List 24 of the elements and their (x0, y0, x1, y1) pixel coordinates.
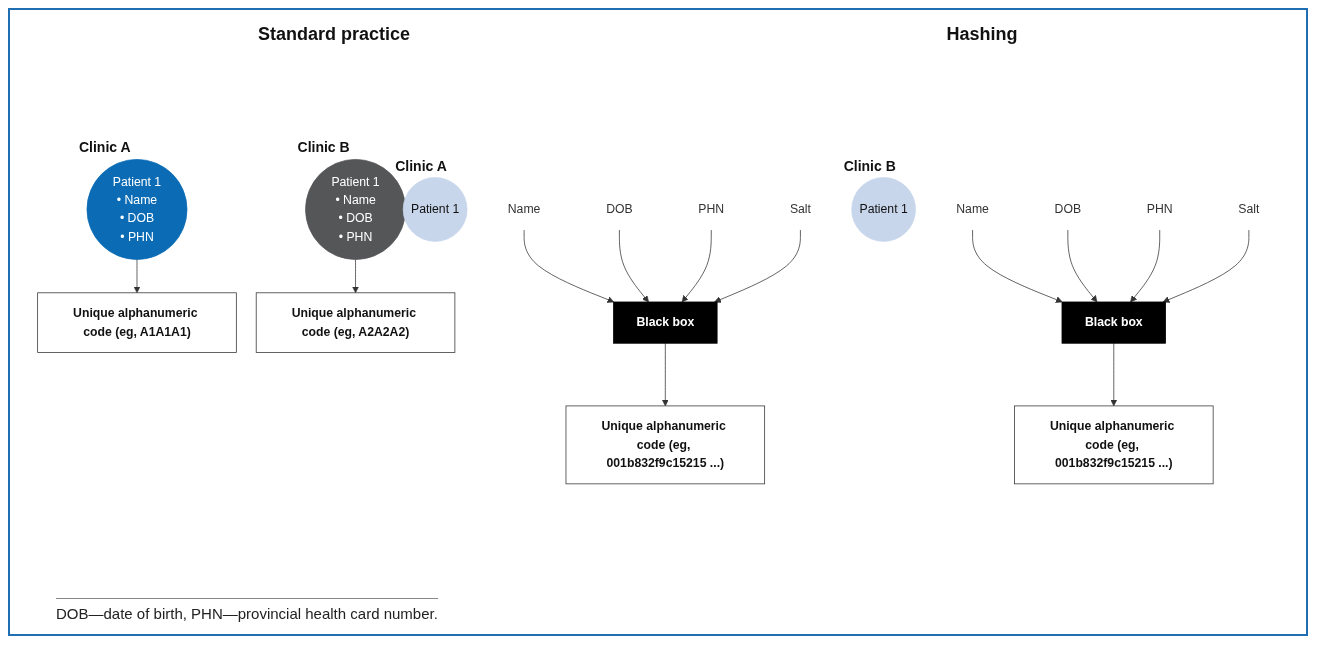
panel-heading: Standard practice (256, 24, 412, 45)
node-box: Unique alphanumeric code (eg, A1A1A1) (37, 292, 237, 353)
node-box: Unique alphanumeric code (eg, 001b832f9c15215 ...) (1014, 405, 1214, 485)
node-text: Name (507, 202, 541, 216)
node-text: Salt (1238, 202, 1260, 216)
clinic-label: Clinic B (297, 139, 350, 156)
node-text: Salt (789, 202, 811, 216)
node-box: Black box (613, 301, 718, 344)
node-box: Unique alphanumeric code (eg, A2A2A2) (255, 292, 456, 353)
panel-heading: Hashing (945, 24, 1019, 45)
clinic-label: Clinic A (395, 157, 447, 174)
footnote: DOB—date of birth, PHN—provincial health card number. (56, 598, 438, 622)
node-circle: Patient 1 • Name • DOB • PHN (86, 159, 188, 260)
clinic-label: Clinic A (78, 139, 131, 156)
node-circle: Patient 1 (851, 177, 916, 242)
node-text: DOB (606, 202, 633, 216)
clinic-label: Clinic B (843, 157, 896, 174)
node-box: Black box (1061, 301, 1166, 344)
node-box: Unique alphanumeric code (eg, 001b832f9c15215 ...) (565, 405, 766, 485)
node-text: PHN (698, 202, 725, 216)
node-text: Name (956, 202, 989, 216)
node-circle: Patient 1 (402, 177, 468, 242)
node-text: PHN (1146, 202, 1173, 216)
node-text: DOB (1054, 202, 1082, 216)
